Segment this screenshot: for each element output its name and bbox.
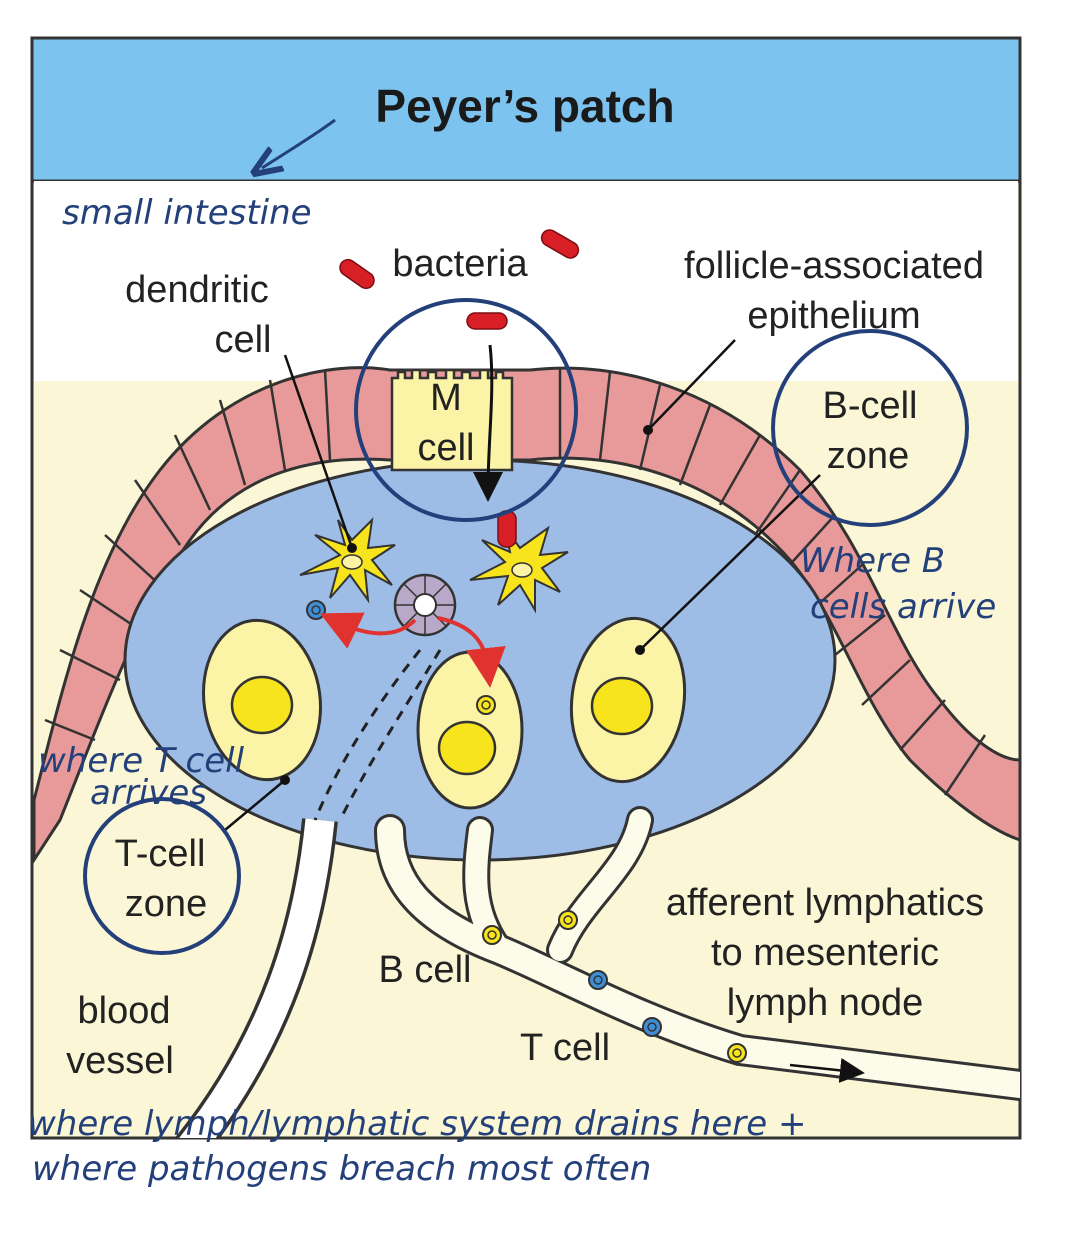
leader-dot-tzone xyxy=(280,775,290,785)
lymphatic-t-cell-2 xyxy=(642,1017,662,1037)
label-b-cell: B cell xyxy=(379,949,472,991)
lumen-area xyxy=(34,181,1018,381)
label-fae-1: follicle-associated xyxy=(684,245,984,287)
bacterium-3 xyxy=(466,312,508,330)
t-cell-follicle xyxy=(306,600,326,620)
lymph-flow-arrow xyxy=(789,1057,865,1083)
migration-arrow-right xyxy=(437,616,506,688)
label-tzone-1: T-cell xyxy=(115,833,206,875)
b-cell-follicle-right xyxy=(569,616,687,784)
follicle-associated-epithelium xyxy=(32,366,1020,866)
label-t-cell: T cell xyxy=(520,1027,610,1069)
bacterium-2 xyxy=(540,229,580,259)
lymphatic-b-cell-3 xyxy=(727,1043,747,1063)
annotation-where-t-1: where T cell xyxy=(38,741,245,781)
label-fae-2: epithelium xyxy=(747,295,920,337)
lymphatic-b-cell-2 xyxy=(558,910,578,930)
label-bacteria: bacteria xyxy=(392,243,528,285)
annotation-circle-m-cell xyxy=(354,298,578,522)
label-blood-1: blood xyxy=(78,990,171,1032)
label-blood-2: vessel xyxy=(66,1040,174,1082)
leader-dot-fae xyxy=(643,425,653,435)
annotation-where-b-2: cells arrive xyxy=(810,587,996,627)
label-m-cell-1: M xyxy=(430,377,462,419)
annotation-where-b-1: Where B xyxy=(800,541,945,581)
migration-arrow-left xyxy=(319,612,417,649)
m-cell xyxy=(390,368,514,472)
label-afferent-1: afferent lymphatics xyxy=(666,882,984,924)
annotation-circle-b-zone xyxy=(771,329,969,527)
b-cell-follicle-middle xyxy=(416,650,524,810)
lymphatic-t-cell-1 xyxy=(588,970,608,990)
label-dendritic-2: cell xyxy=(214,319,271,361)
dendritic-cell-right-nucleus xyxy=(511,562,533,578)
blood-vessel xyxy=(174,818,338,1138)
title-header xyxy=(30,36,1022,183)
annotation-bottom-1: where lymph/lymphatic system drains here… xyxy=(28,1104,806,1144)
bacterium-1 xyxy=(339,258,375,290)
leader-lines xyxy=(224,339,821,831)
leader-dot-bzone xyxy=(635,645,645,655)
label-dendritic-1: dendritic xyxy=(125,269,269,311)
label-tzone-2: zone xyxy=(125,883,207,925)
diagram-title: Peyer’s patch xyxy=(375,80,674,132)
label-bzone-1: B-cell xyxy=(822,385,917,427)
afferent-lymphatics xyxy=(374,806,1020,1101)
epithelium-cell-borders xyxy=(44,368,987,796)
dendritic-cell-left-nucleus xyxy=(341,554,363,570)
lymphatic-b-cell-1 xyxy=(482,925,502,945)
annotation-small-intestine: small intestine xyxy=(62,193,312,233)
hev-dashed-path-1 xyxy=(313,649,422,821)
annotation-arrow xyxy=(262,118,336,168)
transcytosis-arrow xyxy=(473,344,504,502)
label-m-cell-2: cell xyxy=(417,427,474,469)
label-afferent-2: to mesenteric xyxy=(711,932,939,974)
b-cell-follicle-left xyxy=(201,618,323,782)
hev-dashed-path-2 xyxy=(338,649,442,821)
annotation-where-t-2: arrives xyxy=(90,773,207,813)
label-bzone-2: zone xyxy=(827,435,909,477)
annotation-bottom-2: where pathogens breach most often xyxy=(32,1149,651,1189)
annotation-circle-t-zone xyxy=(83,797,241,955)
label-afferent-3: lymph node xyxy=(727,982,923,1024)
leader-dot-dendritic xyxy=(347,543,357,553)
